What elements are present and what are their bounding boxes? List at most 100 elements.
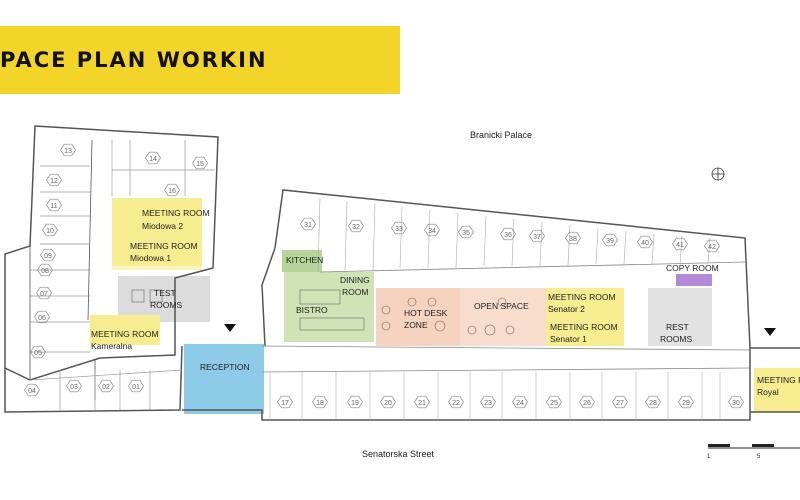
hexagon-icon (565, 231, 581, 245)
room-number: 12 (50, 178, 58, 185)
hot-desk-zone[interactable] (376, 288, 460, 346)
hexagon-icon (98, 379, 114, 393)
room-number: 13 (64, 148, 72, 155)
north-street-label: Branicki Palace (470, 130, 532, 140)
room-number-marker[interactable]: 37 (529, 229, 545, 243)
room-number-marker[interactable]: 32 (348, 219, 364, 233)
room-number-marker[interactable]: 06 (34, 310, 50, 324)
room-number: 38 (569, 236, 577, 243)
room-number-marker[interactable]: 29 (678, 395, 694, 409)
room-number: 42 (708, 244, 716, 251)
room-number-marker[interactable]: 05 (30, 345, 46, 359)
open-space-label: OPEN SPACE (474, 301, 529, 311)
hexagon-icon (637, 235, 653, 249)
room-number-marker[interactable]: 24 (512, 395, 528, 409)
room-number-marker[interactable]: 31 (300, 217, 316, 231)
meeting-miodowa2-title: MEETING ROOM (142, 208, 210, 218)
room-number-marker[interactable]: 41 (672, 237, 688, 251)
hexagon-icon (414, 395, 430, 409)
meeting-miodowa1-name: Miodowa 1 (130, 253, 171, 263)
room-number: 32 (352, 224, 360, 231)
room-number-marker[interactable]: 38 (565, 231, 581, 245)
meeting-kameralna-zone[interactable] (90, 315, 160, 345)
hexagon-icon (46, 198, 62, 212)
room-number-marker[interactable]: 16 (164, 183, 180, 197)
open-space-zone[interactable] (460, 288, 546, 346)
room-number: 07 (40, 291, 48, 298)
hexagon-icon (164, 183, 180, 197)
room-number-marker[interactable]: 04 (24, 383, 40, 397)
room-number-marker[interactable]: 08 (37, 263, 53, 277)
room-number: 34 (428, 228, 436, 235)
room-number: 04 (28, 388, 36, 395)
meeting-senator-zone[interactable] (546, 288, 624, 346)
room-number: 33 (395, 226, 403, 233)
left-wing-wall (4, 125, 219, 381)
room-number-marker[interactable]: 28 (645, 395, 661, 409)
room-number-marker[interactable]: 35 (458, 225, 474, 239)
room-number-marker[interactable]: 27 (612, 395, 628, 409)
room-number: 02 (102, 384, 110, 391)
room-number-marker[interactable]: 23 (480, 395, 496, 409)
room-number-marker[interactable]: 22 (448, 395, 464, 409)
room-number-marker[interactable]: 20 (380, 395, 396, 409)
room-number-marker[interactable]: 36 (500, 227, 516, 241)
room-number-marker[interactable]: 10 (42, 223, 58, 237)
room-number-marker[interactable]: 12 (46, 173, 62, 187)
dining-zone[interactable] (284, 272, 374, 342)
room-number-marker[interactable]: 09 (40, 248, 56, 262)
hexagon-icon (300, 217, 316, 231)
room-number: 08 (41, 268, 49, 275)
room-number: 24 (516, 400, 524, 407)
page-title: PACE PLAN WORKIN (0, 48, 268, 72)
room-number-marker[interactable]: 26 (579, 395, 595, 409)
room-number-marker[interactable]: 01 (128, 379, 144, 393)
hexagon-icon (424, 223, 440, 237)
room-number: 35 (462, 230, 470, 237)
room-number-marker[interactable]: 30 (728, 395, 744, 409)
room-number: 23 (484, 400, 492, 407)
hexagon-icon (34, 310, 50, 324)
room-number-marker[interactable]: 33 (391, 221, 407, 235)
rest-rooms-line1: REST (666, 322, 689, 332)
hexagon-icon (192, 156, 208, 170)
room-number-marker[interactable]: 14 (145, 151, 161, 165)
room-number-marker[interactable]: 03 (66, 379, 82, 393)
test-rooms-zone[interactable] (118, 276, 210, 322)
room-number-marker[interactable]: 11 (46, 198, 62, 212)
room-number-marker[interactable]: 02 (98, 379, 114, 393)
room-number: 29 (682, 400, 690, 407)
hexagon-icon (546, 395, 562, 409)
hexagon-icon (40, 248, 56, 262)
room-number: 20 (384, 400, 392, 407)
hexagon-icon (277, 395, 293, 409)
room-number-marker[interactable]: 13 (60, 143, 76, 157)
room-number-marker[interactable]: 42 (704, 239, 720, 253)
hexagon-icon (678, 395, 694, 409)
room-number-marker[interactable]: 17 (277, 395, 293, 409)
room-number: 15 (196, 161, 204, 168)
room-number-marker[interactable]: 39 (602, 233, 618, 247)
room-number-marker[interactable]: 19 (347, 395, 363, 409)
room-number-marker[interactable]: 21 (414, 395, 430, 409)
reception-zone[interactable] (184, 344, 264, 414)
room-number-marker[interactable]: 07 (36, 286, 52, 300)
entrance-arrow-icon (764, 328, 776, 336)
room-number-marker[interactable]: 18 (312, 395, 328, 409)
room-number: 28 (649, 400, 657, 407)
copy-room-label: COPY ROOM (666, 263, 719, 273)
compass-icon (711, 167, 725, 181)
room-number: 25 (550, 400, 558, 407)
rest-rooms-zone[interactable] (648, 288, 712, 346)
room-number: 31 (304, 222, 312, 229)
room-number-marker[interactable]: 34 (424, 223, 440, 237)
room-number: 09 (44, 253, 52, 260)
room-number-marker[interactable]: 40 (637, 235, 653, 249)
room-number-marker[interactable]: 15 (192, 156, 208, 170)
room-number-marker[interactable]: 25 (546, 395, 562, 409)
kitchen-zone[interactable] (282, 250, 322, 272)
hot-desk-line2: ZONE (404, 320, 428, 330)
room-number: 36 (504, 232, 512, 239)
meeting-royal-zone[interactable] (754, 368, 800, 412)
copy-room-zone[interactable] (676, 274, 712, 286)
